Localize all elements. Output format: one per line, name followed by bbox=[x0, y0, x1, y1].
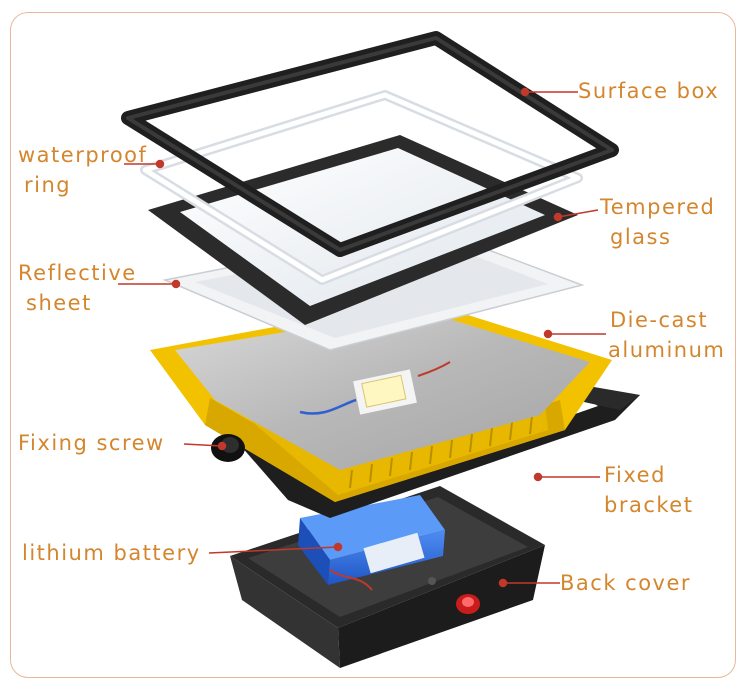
leader-lines bbox=[118, 87, 606, 588]
label-waterproof-ring-line2: ring bbox=[24, 173, 72, 197]
tempered-glass-part bbox=[148, 135, 578, 325]
diagram-frame bbox=[10, 12, 736, 678]
label-surface-box: Surface box bbox=[578, 79, 720, 103]
surface-box-part bbox=[121, 31, 619, 257]
label-back-cover: Back cover bbox=[560, 571, 692, 595]
die-cast-housing-part bbox=[150, 300, 612, 502]
label-fixed-bracket-line1: Fixed bbox=[604, 463, 666, 487]
label-reflective-sheet-line1: Reflective bbox=[18, 261, 137, 285]
label-lithium-battery: lithium battery bbox=[22, 541, 201, 565]
label-die-cast-aluminum-line1: Die-cast bbox=[610, 308, 709, 332]
battery-label-sticker bbox=[363, 532, 425, 574]
label-fixed-bracket-line2: bracket bbox=[604, 493, 694, 517]
label-fixing-screw: Fixing screw bbox=[18, 431, 165, 455]
label-die-cast-aluminum-line2: aluminum bbox=[608, 338, 726, 362]
label-reflective-sheet-line2: sheet bbox=[26, 291, 92, 315]
waterproof-ring-part bbox=[140, 90, 583, 285]
fixing-screw-part bbox=[211, 434, 245, 462]
label-tempered-glass-line2: glass bbox=[610, 225, 672, 249]
label-tempered-glass-line1: Tempered bbox=[600, 195, 716, 219]
label-waterproof-ring-line1: waterproof bbox=[18, 143, 148, 167]
